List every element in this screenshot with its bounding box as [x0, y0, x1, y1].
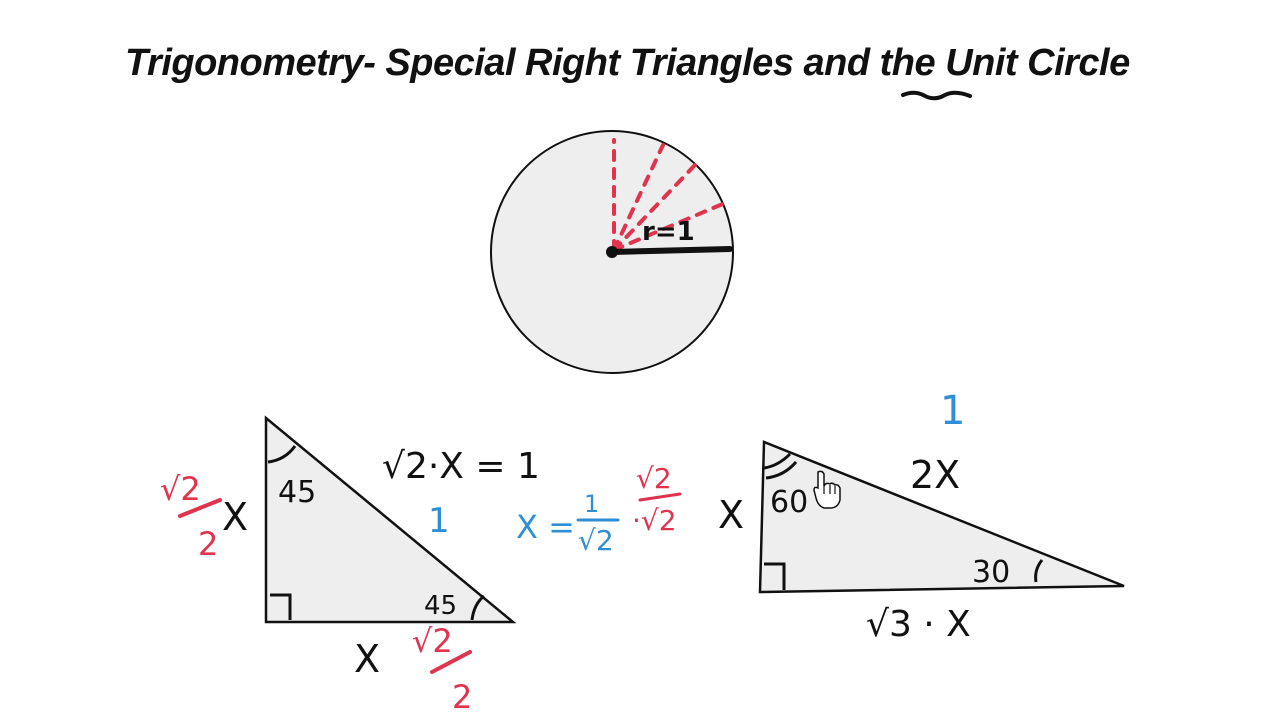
- page-title: Trigonometry- Special Right Triangles an…: [125, 42, 1130, 85]
- hypotenuse-value-2: 1: [940, 388, 965, 434]
- angle-arc-60-a: [763, 452, 792, 470]
- equation-text: √2·X = 1: [382, 446, 540, 487]
- left-leg-value-num: √2: [160, 470, 201, 508]
- solve-num: 1: [584, 490, 599, 518]
- hypotenuse-label: 2X: [910, 453, 960, 497]
- solve-den: √2: [578, 524, 614, 557]
- triangle-45-shape: [264, 415, 517, 624]
- bottom-leg-value: √2 2: [412, 622, 472, 716]
- long-leg-label: √3 · X: [866, 604, 971, 645]
- triangle-30-60-90: 60 30 X 2X 1 √3 · X: [718, 388, 1125, 645]
- title-underlined-word: Unit: [945, 42, 1018, 84]
- solve-lhs: X =: [516, 508, 575, 546]
- short-leg-label: X: [718, 493, 744, 537]
- title-part-1: Trigonometry- Special Right Triangles an…: [125, 42, 946, 84]
- center-point: [606, 246, 618, 258]
- radius-label: r=1: [642, 217, 695, 247]
- angle-60-label: 60: [770, 485, 808, 520]
- hand-pointer-icon: [813, 470, 841, 509]
- left-leg-value: √2 2: [160, 470, 222, 563]
- left-leg-fraction-bar: [178, 498, 222, 518]
- angle-bottom-label: 45: [424, 591, 457, 621]
- rationalize-num: √2: [636, 462, 672, 495]
- leg-left-label: X: [222, 495, 248, 539]
- angle-arc-30: [1034, 559, 1044, 583]
- left-leg-value-den: 2: [198, 525, 218, 563]
- bottom-leg-value-num: √2: [412, 622, 453, 660]
- angle-30-label: 30: [972, 555, 1010, 590]
- bottom-leg-fraction-bar: [430, 650, 472, 674]
- triangle-30-shape: [758, 440, 1125, 594]
- radius-line: [609, 246, 733, 255]
- ray-60: [612, 143, 665, 252]
- right-angle-mark: [270, 593, 292, 620]
- angle-arc-60-b: [765, 461, 798, 480]
- leg-bottom-label: X: [354, 637, 380, 681]
- ray-45: [612, 163, 697, 252]
- angle-rays: [612, 138, 727, 252]
- work-area: √2·X = 1 X = 1 √2 √2 ·√2: [382, 446, 682, 557]
- angle-arc-top: [267, 445, 297, 464]
- rationalize-den: ·√2: [632, 504, 677, 537]
- unit-circle: r=1: [490, 130, 734, 374]
- angle-arc-bottom: [470, 594, 485, 621]
- title-part-2: Circle: [1017, 42, 1130, 84]
- ray-30: [612, 201, 727, 252]
- bottom-leg-value-den: 2: [452, 678, 472, 716]
- equation: √2·X = 1: [382, 446, 540, 487]
- right-angle-mark-2: [764, 562, 786, 590]
- underline-squiggle: [901, 90, 972, 101]
- rationalize-fraction-bar: [638, 492, 682, 502]
- angle-top-label: 45: [278, 475, 316, 510]
- hypotenuse-value: 1: [428, 501, 450, 541]
- triangle-45-45-90: 45 45 X X 1 √2 2 √2 2: [160, 415, 517, 716]
